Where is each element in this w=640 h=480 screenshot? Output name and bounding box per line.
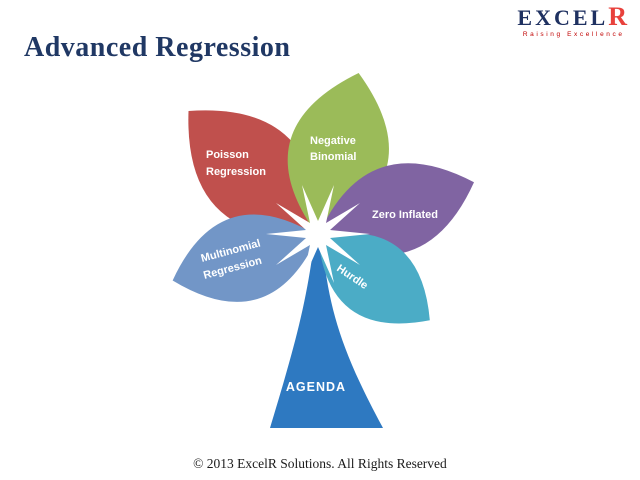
center-starburst-shape xyxy=(266,185,370,283)
poisson-line2: Regression xyxy=(206,166,266,178)
copyright-text: © 2013 ExcelR Solutions. All Rights Rese… xyxy=(193,456,447,471)
poisson-line1: Poisson xyxy=(206,149,249,161)
slide-title: Advanced Regression xyxy=(24,32,291,63)
agenda-label: AGENDA xyxy=(286,380,346,394)
excelr-logo: EXCELR Raising Excellence xyxy=(517,4,630,39)
petal-label-negative-binomial: Negative Binomial xyxy=(310,135,359,163)
logo-text-primary: EXCEL xyxy=(517,5,609,30)
negbin-line1: Negative xyxy=(310,135,356,147)
logo-tagline: Raising Excellence xyxy=(522,31,625,38)
logo-text-accent: R xyxy=(608,2,630,31)
petal-label-poisson: Poisson Regression xyxy=(206,149,266,178)
negbin-line2: Binomial xyxy=(310,151,356,163)
petal-zero-inflated xyxy=(318,163,475,256)
petal-poisson xyxy=(188,110,319,237)
petal-multinomial xyxy=(172,214,318,302)
agenda-stem-shape xyxy=(270,226,383,428)
logo-wordmark: EXCELR xyxy=(517,4,630,30)
petal-label-zero-inflated: Zero Inflated xyxy=(372,209,438,221)
